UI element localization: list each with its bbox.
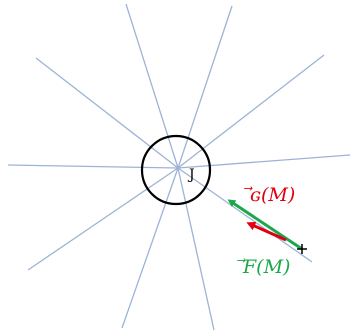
field-line (177, 167, 215, 331)
point-j-label: J (189, 167, 195, 183)
f-vector-arrow (227, 199, 303, 251)
field-line (125, 3, 179, 169)
field-line (177, 5, 233, 169)
g-vector-arrow (246, 221, 287, 242)
field-line (27, 167, 179, 271)
field-line (177, 167, 313, 263)
field-line (35, 57, 179, 169)
radial-field-lines (7, 3, 351, 331)
f-vector-label: ⃗F(M) (243, 256, 291, 278)
g-vector-label: ⃗ɢ(M) (250, 184, 296, 206)
point-m-cross (297, 244, 307, 254)
field-line (177, 54, 325, 169)
field-line (7, 164, 179, 169)
source-circle (140, 134, 212, 206)
field-line (177, 154, 351, 169)
field-line (121, 167, 179, 329)
